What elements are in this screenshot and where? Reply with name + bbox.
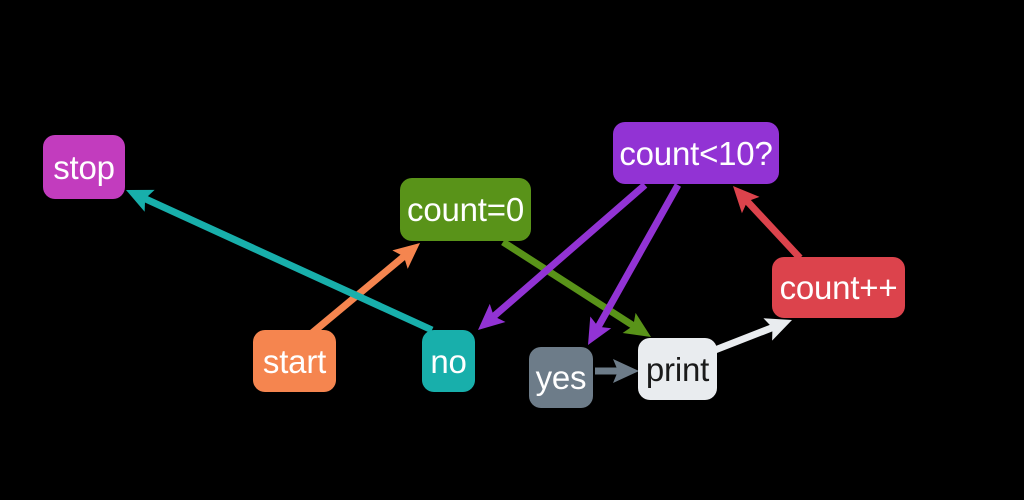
- edge-no-to-stop: [126, 189, 434, 334]
- edge-countlt10-to-yes: [588, 183, 682, 345]
- node-label-yes: yes: [535, 359, 587, 396]
- edge-countpp-to-countlt10: [733, 186, 803, 261]
- node-count0[interactable]: count=0: [400, 178, 531, 241]
- edge-count0-to-print: [501, 239, 651, 337]
- node-countlt10[interactable]: count<10?: [613, 122, 779, 184]
- edge-print-to-countpp: [713, 318, 792, 354]
- node-label-stop: stop: [53, 148, 115, 186]
- node-label-count0: count=0: [407, 191, 524, 228]
- node-label-no: no: [430, 342, 467, 380]
- node-label-countpp: count++: [779, 269, 898, 306]
- node-print[interactable]: print: [638, 338, 717, 400]
- node-label-start: start: [262, 342, 327, 380]
- node-countpp[interactable]: count++: [772, 257, 905, 318]
- edge-yes-to-print: [595, 359, 639, 383]
- node-label-print: print: [645, 350, 710, 388]
- node-no[interactable]: no: [422, 330, 475, 392]
- edge-start-to-count0: [309, 243, 420, 336]
- node-label-countlt10: count<10?: [619, 134, 773, 172]
- node-stop[interactable]: stop: [43, 135, 125, 199]
- node-start[interactable]: start: [253, 330, 336, 392]
- node-yes[interactable]: yes: [529, 347, 593, 408]
